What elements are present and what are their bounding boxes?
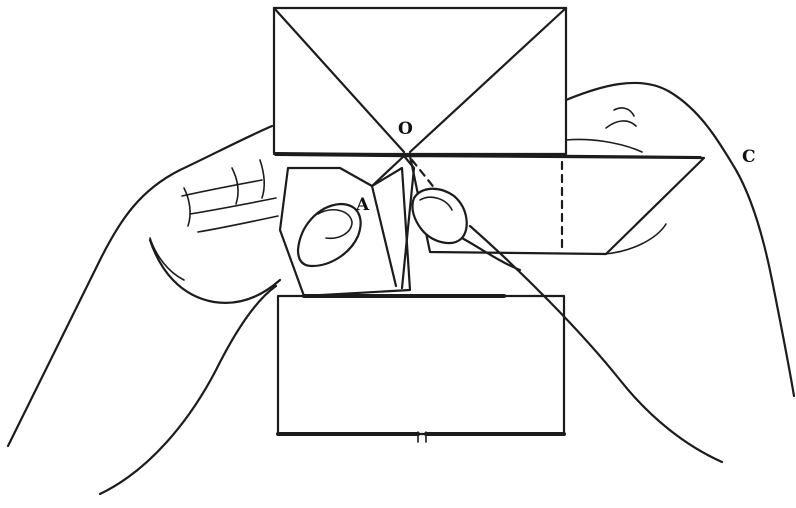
- left-hand-finger-3: [198, 216, 278, 232]
- top-panel: [274, 8, 566, 154]
- left-hand-knuckle-2: [260, 160, 264, 198]
- label-o: O: [398, 119, 413, 139]
- right-hand-outline-edge: [772, 280, 794, 396]
- label-a: A: [355, 195, 370, 215]
- left-hand-finger-2: [190, 198, 276, 214]
- left-hand-finger-1: [182, 180, 262, 196]
- right-hand-finger-curve: [566, 140, 642, 153]
- bottom-panel: [278, 296, 564, 434]
- right-hand-knuckle-2: [614, 108, 634, 116]
- left-hand-outline: [8, 126, 272, 446]
- left-hand-lower-arm: [100, 286, 276, 494]
- left-hand-palm: [150, 240, 280, 303]
- right-hand-knuckle-1: [606, 121, 636, 128]
- label-c: C: [742, 147, 756, 167]
